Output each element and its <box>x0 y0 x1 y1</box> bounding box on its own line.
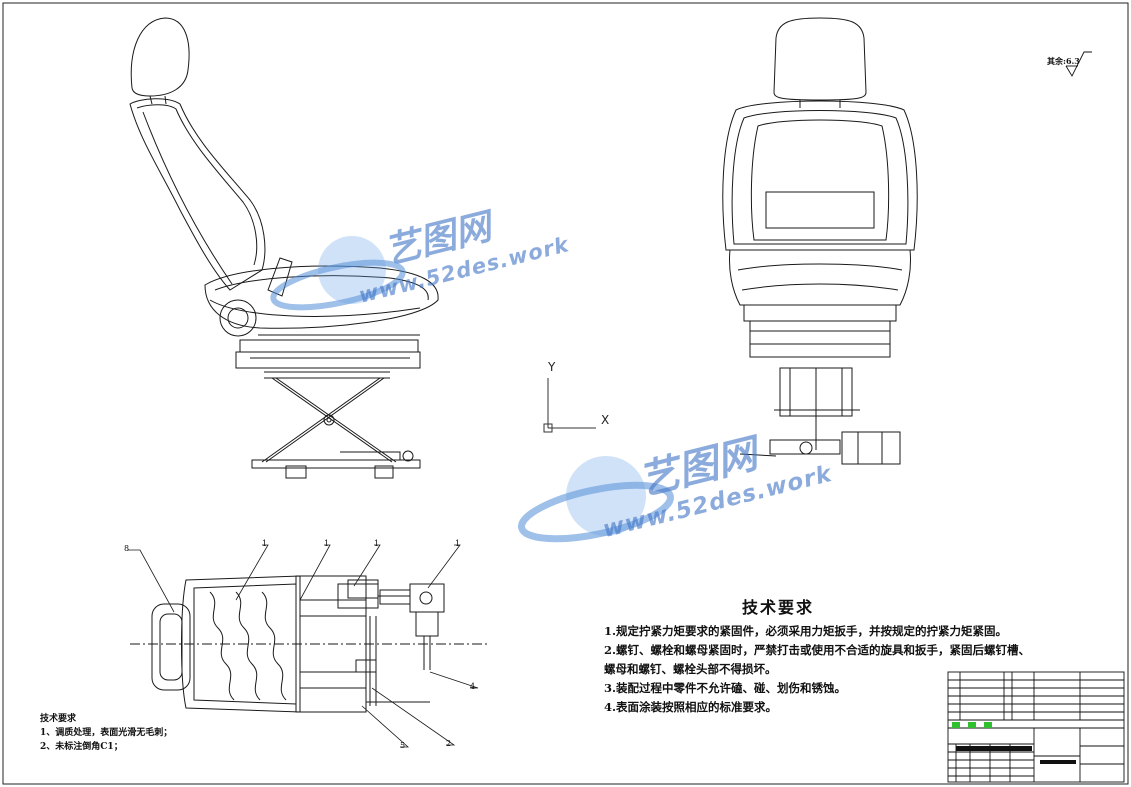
small-requirement-item: 1、调质处理，表面光滑无毛刺； <box>40 728 173 738</box>
callout-number: 1 <box>374 539 380 548</box>
requirement-item: 1.规定拧紧力矩要求的紧固件，必须采用力矩扳手，并按规定的拧紧力矩紧固。 <box>604 624 1008 638</box>
callout-leaders <box>128 544 479 748</box>
watermark-logo-icon <box>270 236 674 543</box>
technical-requirements-title: 技术要求 <box>742 598 815 617</box>
roughness-label: 其余:6.3 <box>1047 56 1080 66</box>
axis-y-label: Y <box>548 360 556 374</box>
callout-number: 2 <box>446 739 452 748</box>
callout-number: 1 <box>262 539 268 548</box>
requirement-item: 3.装配过程中零件不允许磕、碰、划伤和锈蚀。 <box>604 681 847 695</box>
callout-number: 5 <box>400 741 406 750</box>
requirement-item: 2.螺钉、螺栓和螺母紧固时，严禁打击或使用不合适的旋具和扳手，紧固后螺钉槽、 <box>604 643 1031 657</box>
callout-number: 1 <box>455 539 461 548</box>
small-requirement-item: 2、未标注倒角C1； <box>40 742 123 752</box>
seat-top-view <box>130 575 490 713</box>
requirement-item: 螺母和螺钉、螺栓头部不得损坏。 <box>604 662 777 676</box>
roughness-symbol-icon <box>1065 51 1092 77</box>
axis-x-label: X <box>601 413 610 427</box>
callout-number: 1 <box>324 539 330 548</box>
seat-front-view <box>722 17 918 465</box>
requirement-item: 4.表面涂装按照相应的标准要求。 <box>604 700 778 714</box>
callout-number: 8 <box>124 544 130 553</box>
ucs-axis-icon <box>543 378 596 433</box>
small-requirements-title: 技术要求 <box>40 714 77 724</box>
callout-number: 4 <box>470 682 476 691</box>
title-block <box>947 671 1125 783</box>
